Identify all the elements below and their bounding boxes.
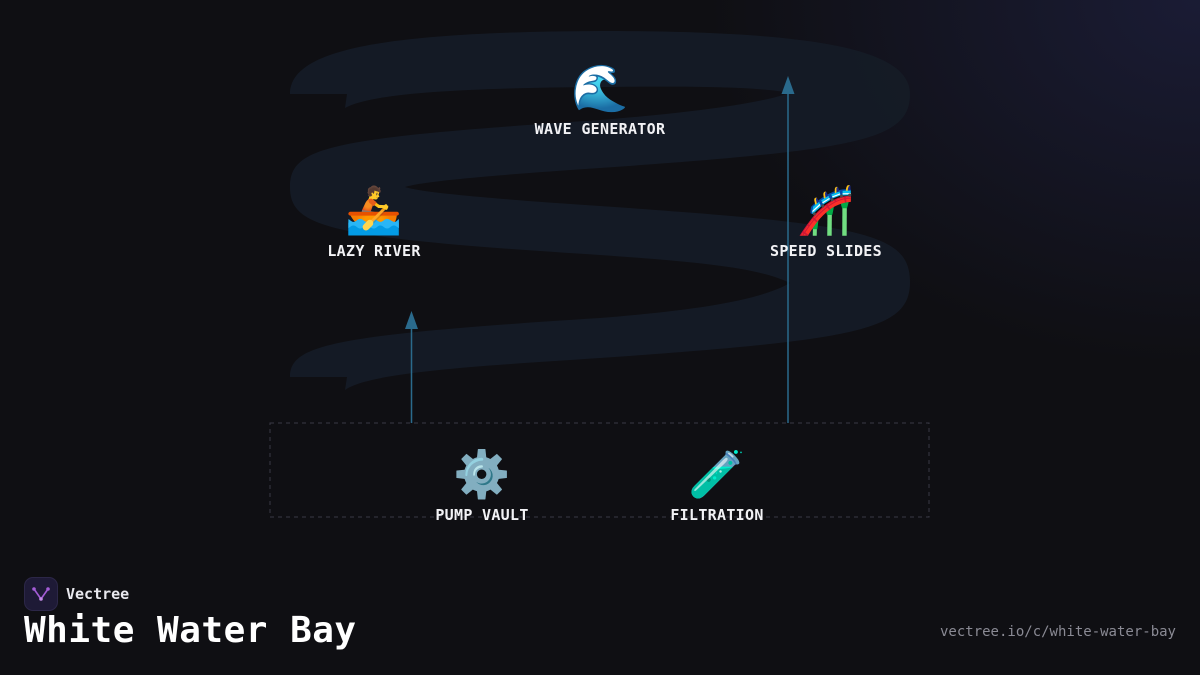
node-label: FILTRATION (670, 506, 764, 524)
edge-pump-vault-to-lazy-river (405, 311, 418, 423)
node-label: SPEED SLIDES (770, 242, 882, 260)
node-label: LAZY RIVER (327, 242, 421, 260)
brand-name: Vectree (66, 585, 130, 603)
node-label: WAVE GENERATOR (534, 120, 666, 138)
page-title: White Water Bay (24, 610, 357, 651)
gear-icon: ⚙️ (453, 447, 511, 501)
node-wave-generator[interactable]: 🌊 WAVE GENERATOR (500, 60, 700, 138)
test-tube-icon: 🧪 (688, 447, 746, 501)
edge-filtration-to-speed-slides (781, 76, 795, 423)
node-pump-vault[interactable]: ⚙️ PUMP VAULT (382, 446, 582, 524)
wave-icon: 🌊 (571, 61, 629, 115)
roller-coaster-icon: 🎢 (797, 183, 855, 237)
river-path-band (290, 31, 910, 390)
rowboat-icon: 🚣 (345, 183, 403, 237)
infrastructure-group-box (269, 422, 930, 518)
brand[interactable]: Vectree (24, 577, 129, 611)
node-filtration[interactable]: 🧪 FILTRATION (617, 446, 817, 524)
node-lazy-river[interactable]: 🚣 LAZY RIVER (274, 182, 474, 260)
vectree-logo-icon (24, 577, 58, 611)
node-label: PUMP VAULT (435, 506, 529, 524)
node-speed-slides[interactable]: 🎢 SPEED SLIDES (726, 182, 926, 260)
source-url[interactable]: vectree.io/c/white-water-bay (939, 624, 1176, 640)
